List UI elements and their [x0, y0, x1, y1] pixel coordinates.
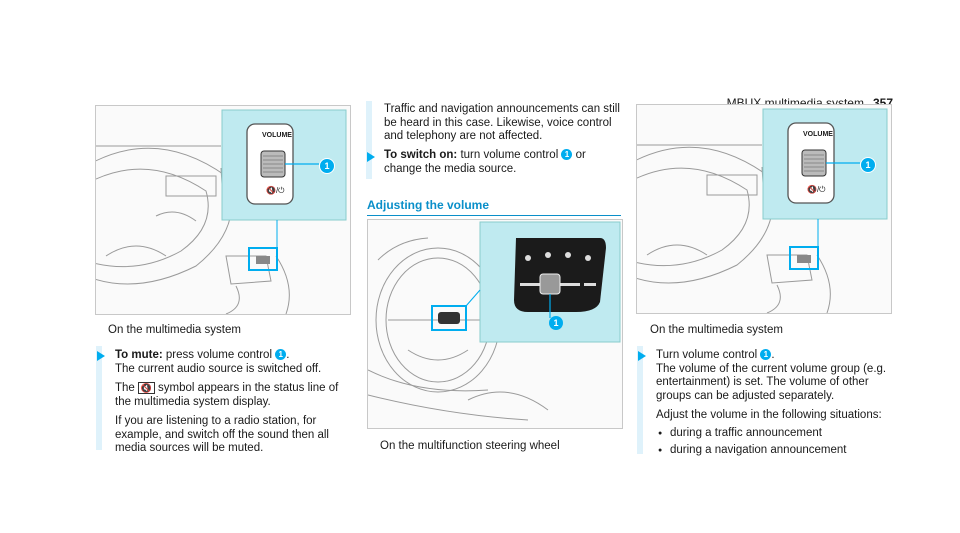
turn-instruction: Turn volume control 1. The volume of the…	[656, 349, 896, 462]
switch-text-end: or change the media source.	[384, 149, 586, 175]
mute-text-end: .	[286, 349, 290, 361]
volume-label-right: VOLUME	[803, 131, 833, 138]
mute-power-icon: 🔇/⏻	[266, 186, 285, 195]
section-heading: Adjusting the volume	[367, 198, 621, 216]
symbol-pre: The	[115, 382, 135, 394]
symbol-paragraph: The🔇symbol appears in the status line of…	[115, 382, 347, 409]
middle-caption: On the multifunction steering wheel	[380, 440, 560, 452]
middle-instruction-bar	[366, 101, 372, 179]
steering-wheel-illustration	[368, 221, 621, 421]
radio-paragraph: If you are listening to a radio station,…	[115, 415, 329, 454]
switch-text: turn volume control	[457, 149, 562, 161]
volume-group-text: The volume of the current volume group (…	[656, 362, 887, 402]
turn-text: Turn volume control	[656, 349, 761, 361]
left-instruction-bar	[96, 346, 102, 450]
mute-power-icon-right: 🔇/⏻	[807, 185, 826, 194]
figure-multimedia-volume-right: VOLUME 🔇/⏻ 1	[636, 104, 892, 314]
list-item: during a traffic announcement	[656, 427, 896, 441]
volume-label: VOLUME	[262, 132, 292, 139]
symbol-post: symbol appears in the status line of the…	[115, 382, 339, 408]
figure-multimedia-volume-left: VOLUME 🔇/⏻ 1	[95, 105, 351, 315]
dashboard-illustration-right	[637, 108, 888, 313]
right-caption: On the multimedia system	[650, 324, 783, 336]
mute-symbol-icon: 🔇	[137, 382, 156, 394]
instruction-arrow-icon	[97, 351, 105, 361]
instruction-arrow-icon-2	[367, 152, 375, 162]
mute-text: press volume control	[162, 349, 276, 361]
mute-instruction: To mute: press volume control 1. The cur…	[115, 349, 347, 456]
turn-end: .	[771, 349, 775, 361]
left-caption: On the multimedia system	[108, 324, 241, 336]
list-item: during a navigation announcement	[656, 444, 896, 458]
callout-1-middle: 1	[561, 149, 573, 160]
dashboard-illustration	[96, 109, 347, 314]
mute-result: The current audio source is switched off…	[115, 362, 322, 375]
situation-list: during a traffic announcement during a n…	[656, 427, 896, 458]
callout-1-right: 1	[760, 349, 772, 360]
adjust-text: Adjust the volume in the following situa…	[656, 409, 882, 421]
switch-title: To switch on:	[384, 149, 458, 161]
control-callout-1: 1	[319, 158, 335, 174]
instruction-arrow-icon-3	[638, 351, 646, 361]
callout-1: 1	[275, 349, 287, 360]
control-callout-1-right: 1	[860, 157, 876, 173]
control-callout-1-wheel: 1	[549, 316, 563, 330]
switch-on-instruction: To switch on: turn volume control 1 or c…	[384, 149, 624, 176]
figure-steering-wheel: 1	[367, 219, 623, 429]
right-instruction-bar	[637, 346, 643, 454]
announcement-paragraph: Traffic and navigation announcements can…	[384, 103, 620, 142]
mute-title: To mute:	[115, 349, 163, 361]
